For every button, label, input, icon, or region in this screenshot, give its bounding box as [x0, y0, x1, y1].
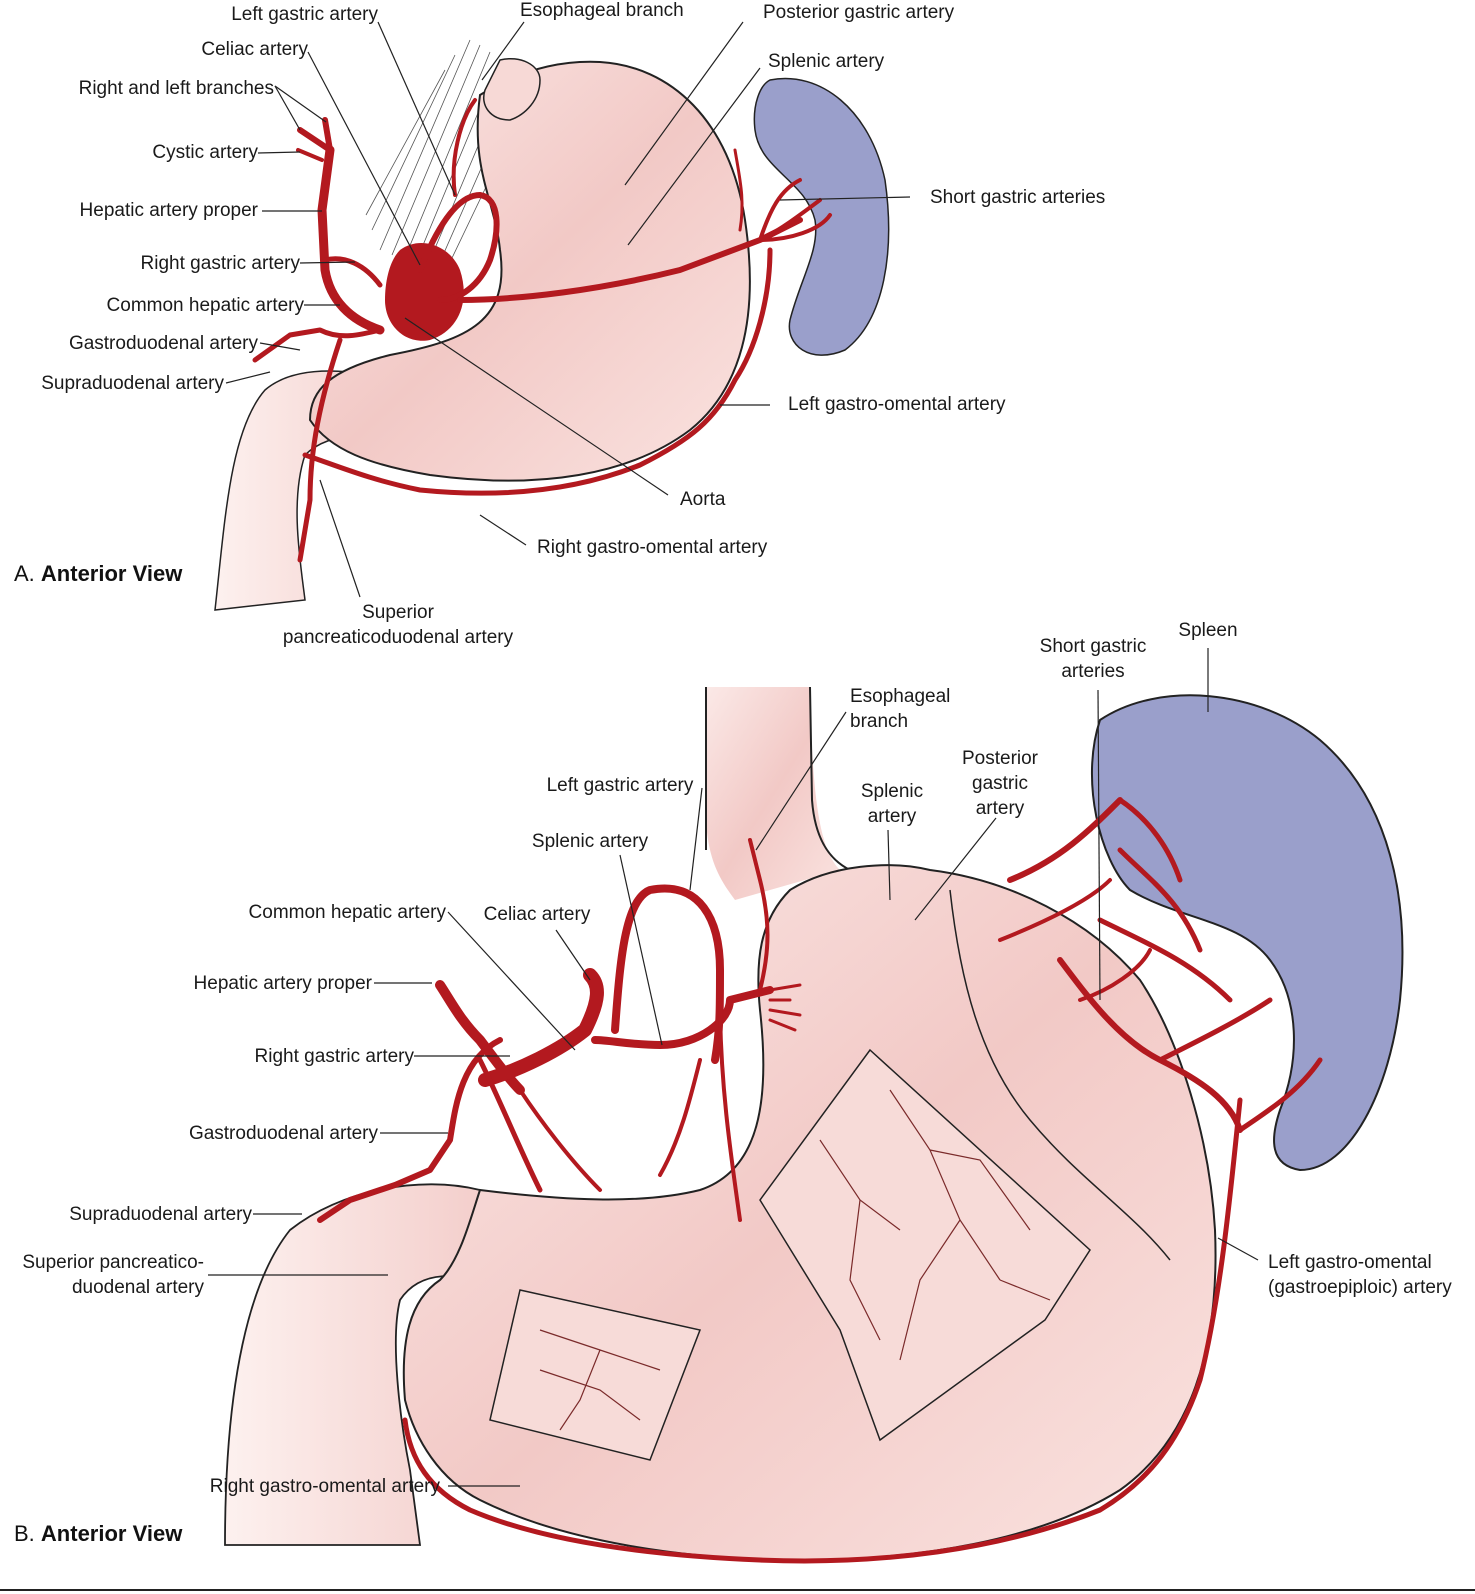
fine-vessels [539, 1089, 1051, 1431]
label-a-right-gastric: Right gastric artery [141, 253, 301, 274]
label-a-short-gastric: Short gastric arteries [930, 187, 1105, 208]
label-a-left-gastro-omental: Left gastro-omental artery [788, 394, 1006, 415]
label-b-spleen: Spleen [1178, 620, 1237, 641]
label-b-posterior-gastric-3: artery [976, 798, 1025, 819]
label-b-splenic-2: artery [868, 806, 917, 827]
cutaway-window-2 [489, 1289, 702, 1461]
label-b-left-gastric: Left gastric artery [547, 775, 694, 796]
label-b-left-gastro-omental-1: Left gastro-omental [1268, 1252, 1432, 1273]
stomach-a [308, 60, 751, 482]
label-b-posterior-gastric-1: Posterior [962, 748, 1039, 769]
label-b-hepatic-proper: Hepatic artery proper [194, 973, 373, 994]
spleen-b [1090, 694, 1404, 1172]
panel-b: Spleen Short gastric arteries Esophageal… [14, 620, 1452, 1564]
label-a-celiac: Celiac artery [201, 39, 308, 60]
label-b-sup-pancreatico-2: duodenal artery [72, 1277, 205, 1298]
panel-a: Left gastric artery Esophageal branch Po… [14, 0, 1105, 648]
label-a-posterior-gastric: Posterior gastric artery [763, 2, 955, 23]
panel-b-view: Anterior View [41, 1521, 183, 1546]
label-b-esophageal-1: Esophageal [850, 686, 950, 707]
label-b-gastroduodenal: Gastroduodenal artery [189, 1123, 379, 1144]
label-a-aorta: Aorta [680, 489, 726, 510]
label-b-right-gastro-omental: Right gastro-omental artery [210, 1476, 441, 1497]
label-a-common-hepatic: Common hepatic artery [107, 295, 305, 316]
label-a-sup-pancreatico-2: pancreaticoduodenal artery [283, 627, 514, 648]
panel-a-letter: A. [14, 561, 35, 586]
label-a-splenic: Splenic artery [768, 51, 885, 72]
esophagus-a [483, 58, 541, 121]
label-a-cystic: Cystic artery [152, 142, 258, 163]
label-b-right-gastric: Right gastric artery [255, 1046, 415, 1067]
label-b-posterior-gastric-2: gastric [972, 773, 1028, 794]
label-b-common-hepatic: Common hepatic artery [249, 902, 447, 923]
spleen-a [753, 77, 890, 356]
esophagus-b [706, 687, 840, 900]
arteries-a [252, 98, 832, 563]
label-b-sup-pancreatico-1: Superior pancreatico- [22, 1252, 204, 1273]
label-a-esophageal: Esophageal branch [520, 0, 684, 21]
label-b-celiac: Celiac artery [484, 904, 591, 925]
panel-a-title: A. Anterior View [14, 561, 183, 586]
label-b-supraduodenal: Supraduodenal artery [69, 1204, 252, 1225]
aorta-a [385, 242, 464, 341]
leaders-b [208, 648, 1259, 1487]
leaders-a [225, 21, 911, 598]
label-b-left-gastro-omental-2: (gastroepiploic) artery [1268, 1277, 1452, 1298]
panel-a-view: Anterior View [41, 561, 183, 586]
arteries-b [317, 797, 1323, 1564]
label-a-sup-pancreatico-1: Superior [362, 602, 434, 623]
label-a-left-gastric: Left gastric artery [231, 4, 378, 25]
label-a-right-left-branches: Right and left branches [79, 78, 274, 99]
label-a-supraduodenal: Supraduodenal artery [41, 373, 224, 394]
label-b-esophageal-2: branch [850, 711, 908, 732]
label-b-short-gastric-2: arteries [1061, 661, 1124, 682]
label-a-gastroduodenal: Gastroduodenal artery [69, 333, 259, 354]
label-a-right-gastro-omental: Right gastro-omental artery [537, 537, 768, 558]
panel-b-letter: B. [14, 1521, 35, 1546]
label-b-splenic-1: Splenic [861, 781, 923, 802]
label-b-short-gastric-1: Short gastric [1040, 636, 1147, 657]
label-a-hepatic-proper: Hepatic artery proper [80, 200, 259, 221]
cutaway-window-1 [759, 1048, 1091, 1442]
label-b-splenic-artery: Splenic artery [532, 831, 649, 852]
panel-b-title: B. Anterior View [14, 1521, 183, 1546]
